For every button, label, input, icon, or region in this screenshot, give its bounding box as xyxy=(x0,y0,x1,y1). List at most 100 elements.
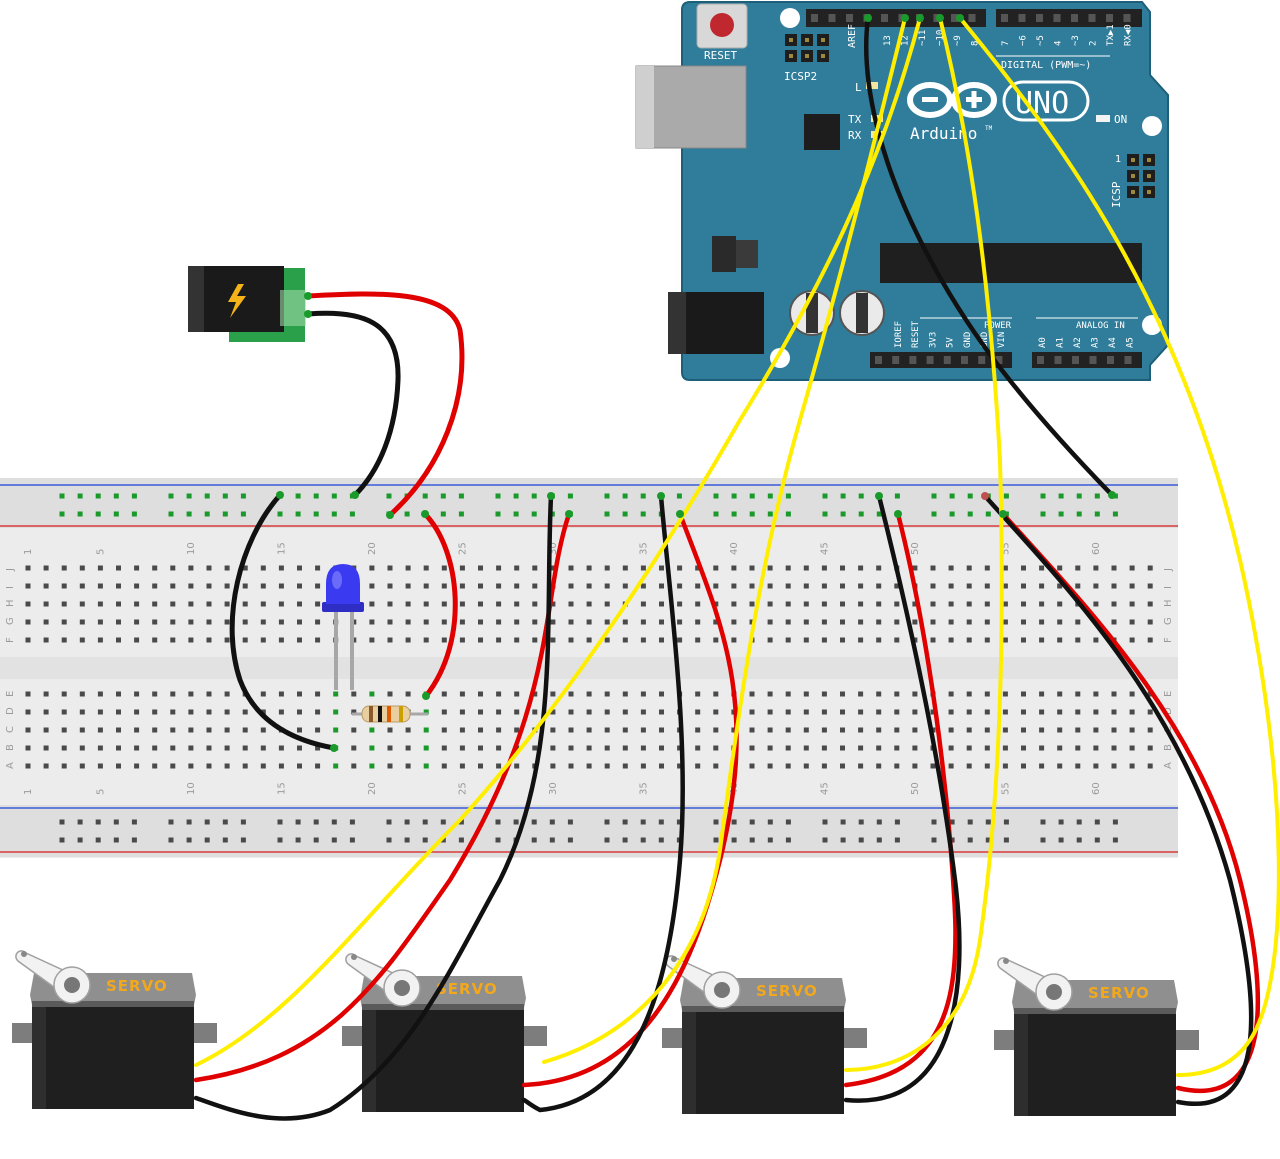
servo-body xyxy=(32,997,194,1109)
wire-end xyxy=(864,14,872,22)
pin-label: RX◀0 xyxy=(1124,24,1134,46)
breadboard-hole xyxy=(116,745,121,751)
row-letter: J xyxy=(5,568,16,572)
servo-label: SERVO xyxy=(756,982,818,1000)
breadboard-hole xyxy=(278,763,284,769)
led-highlight xyxy=(332,571,342,589)
servo-horn-hole xyxy=(21,951,27,957)
breadboard-hole xyxy=(206,709,212,715)
breadboard-hole xyxy=(622,619,628,625)
rail-hole xyxy=(531,493,537,499)
breadboard-hole xyxy=(749,763,755,769)
breadboard-hole xyxy=(333,709,339,715)
breadboard-hole xyxy=(387,745,393,751)
row-letter: I xyxy=(1163,586,1174,589)
wire-end xyxy=(936,14,944,22)
wire-servo4-signal xyxy=(958,16,1280,1077)
rail-hole xyxy=(59,493,65,499)
analog-label: ANALOG IN xyxy=(1076,321,1125,331)
breadboard-hole xyxy=(315,637,321,643)
row-letter: D xyxy=(1163,707,1174,715)
rail-hole xyxy=(749,493,755,499)
breadboard-hole xyxy=(459,637,465,643)
rail-hole xyxy=(295,837,301,843)
breadboard-hole xyxy=(803,565,809,571)
icsp-header xyxy=(1127,154,1155,198)
rail-hole xyxy=(985,837,991,843)
breadboard-hole xyxy=(1057,763,1063,769)
breadboard-hole xyxy=(1111,601,1117,607)
pin-label: IOREF xyxy=(894,321,904,348)
digital-header-low xyxy=(996,9,1142,27)
rail-hole xyxy=(876,511,882,517)
rail-hole xyxy=(386,493,392,499)
rail-hole xyxy=(240,493,246,499)
breadboard-hole xyxy=(152,583,158,589)
blue-led xyxy=(322,564,364,690)
breadboard-hole xyxy=(1147,565,1153,571)
rail-hole xyxy=(349,511,355,517)
breadboard-hole xyxy=(459,763,465,769)
breadboard-hole xyxy=(260,745,266,751)
breadboard-hole xyxy=(785,601,791,607)
breadboard-hole xyxy=(315,565,321,571)
rail-hole xyxy=(567,819,573,825)
rail-hole xyxy=(713,819,719,825)
l-led xyxy=(866,82,878,89)
rail-hole xyxy=(1094,493,1100,499)
breadboard-hole xyxy=(25,637,31,643)
breadboard-hole xyxy=(767,583,773,589)
breadboard-hole xyxy=(170,763,176,769)
rail-hole xyxy=(440,819,446,825)
rail-hole xyxy=(113,837,119,843)
breadboard-hole xyxy=(1002,601,1008,607)
rail-hole xyxy=(622,511,628,517)
breadboard-hole xyxy=(242,601,248,607)
breadboard-hole xyxy=(43,727,49,733)
pin-label: ~11 xyxy=(918,30,928,46)
breadboard-hole xyxy=(224,619,230,625)
breadboard-holes xyxy=(25,493,1153,843)
breadboard-hole xyxy=(695,619,701,625)
rail-hole xyxy=(967,511,973,517)
breadboard-hole xyxy=(297,691,302,697)
breadboard-hole xyxy=(206,763,212,769)
breadboard-hole xyxy=(713,619,719,625)
breadboard-hole xyxy=(188,601,194,607)
breadboard-hole xyxy=(1129,745,1135,751)
breadboard-hole xyxy=(61,709,67,715)
breadboard-hole xyxy=(677,763,683,769)
breadboard-hole xyxy=(1111,763,1117,769)
breadboard-hole xyxy=(695,727,701,733)
rail-hole xyxy=(531,837,537,843)
column-number: 60 xyxy=(1091,782,1102,795)
breadboard-hole xyxy=(278,601,284,607)
pin-label: ~6 xyxy=(1019,35,1029,46)
breadboard-hole xyxy=(514,637,520,643)
column-number: 45 xyxy=(819,542,830,555)
column-number: 35 xyxy=(638,542,649,555)
breadboard-hole xyxy=(930,583,936,589)
breadboard-hole xyxy=(532,601,538,607)
breadboard-hole xyxy=(840,565,845,571)
wire-end xyxy=(330,744,338,752)
breadboard-hole xyxy=(206,619,212,625)
breadboard-hole xyxy=(677,601,683,607)
breadboard-hole xyxy=(459,709,465,715)
breadboard-hole xyxy=(369,565,375,571)
breadboard-hole xyxy=(821,691,827,697)
rail-hole xyxy=(422,837,428,843)
breadboard-hole xyxy=(97,763,103,769)
breadboard-hole xyxy=(1075,619,1081,625)
icsp-pin-core xyxy=(1131,174,1135,178)
breadboard-hole xyxy=(749,601,755,607)
wire-end xyxy=(276,491,284,499)
pin-label: VIN xyxy=(997,332,1007,348)
row-letter: H xyxy=(5,599,16,607)
logo-minus-ring xyxy=(907,82,953,118)
header-pin xyxy=(1123,14,1131,22)
breadboard-hole xyxy=(532,565,538,571)
rail-hole xyxy=(186,511,192,517)
